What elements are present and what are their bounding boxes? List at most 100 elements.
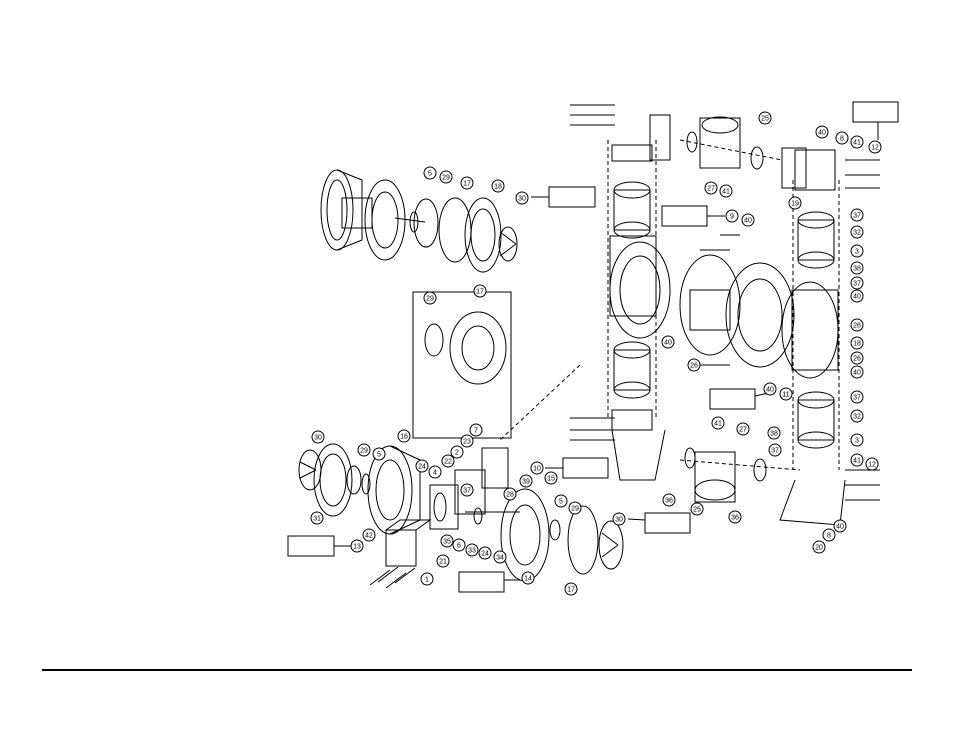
callout-18: 18 <box>851 337 863 349</box>
callout-11: 11 <box>780 388 792 400</box>
callout-number: 40 <box>664 340 672 347</box>
callout-40: 40 <box>851 290 863 302</box>
callout-number: 22 <box>444 459 452 466</box>
callout-12: 12 <box>869 141 881 153</box>
callout-15: 15 <box>545 472 557 484</box>
callout-number: 41 <box>722 189 730 196</box>
callout-number: 4 <box>433 470 437 477</box>
callout-number: 37 <box>853 395 861 402</box>
callout-40: 40 <box>834 520 846 532</box>
callout-37: 37 <box>851 391 863 403</box>
callout-40: 40 <box>742 214 754 226</box>
callout-number: 40 <box>853 294 861 301</box>
callout-number: 39 <box>522 479 530 486</box>
callout-37: 37 <box>851 277 863 289</box>
callout-21: 21 <box>437 555 449 567</box>
callout-40: 40 <box>816 126 828 138</box>
callout-8: 8 <box>823 529 835 541</box>
callout-3: 3 <box>851 245 863 257</box>
callout-29: 29 <box>424 292 436 304</box>
callout-number: 37 <box>853 281 861 288</box>
callout-31: 31 <box>311 512 323 524</box>
callout-14: 14 <box>522 572 534 584</box>
callout-number: 14 <box>524 576 532 583</box>
callout-number: 17 <box>476 289 484 296</box>
callout-number: 25 <box>761 116 769 123</box>
callout-number: 12 <box>868 462 876 469</box>
callout-number: 8 <box>840 136 844 143</box>
callout-35: 35 <box>441 535 453 547</box>
callout-number: 30 <box>314 435 322 442</box>
callout-number: 37 <box>771 448 779 455</box>
callout-41: 41 <box>851 136 863 148</box>
callout-12: 12 <box>866 458 878 470</box>
callout-number: 1 <box>425 577 429 584</box>
callout-number: 42 <box>365 533 373 540</box>
callout-number: 5 <box>559 499 563 506</box>
callout-number: 12 <box>871 145 879 152</box>
callout-number: 26 <box>853 356 861 363</box>
callout-25: 25 <box>759 112 771 124</box>
callout-number: 2 <box>455 450 459 457</box>
callout-number: 41 <box>853 140 861 147</box>
callout-number: 38 <box>770 431 778 438</box>
callout-1: 1 <box>421 573 433 585</box>
callout-number: 34 <box>496 555 504 562</box>
callout-number: 5 <box>377 452 381 459</box>
callout-26: 26 <box>851 352 863 364</box>
callout-number: 37 <box>463 488 471 495</box>
callout-17: 17 <box>461 177 473 189</box>
callout-23: 23 <box>461 435 473 447</box>
callout-number: 23 <box>463 439 471 446</box>
callout-30: 30 <box>613 513 625 525</box>
lower-left-assembly <box>299 444 623 588</box>
callout-number: 15 <box>547 476 555 483</box>
callout-27: 27 <box>705 182 717 194</box>
callout-number: 37 <box>853 213 861 220</box>
callout-number: 20 <box>815 545 823 552</box>
callout-5: 5 <box>424 167 436 179</box>
callout-number: 29 <box>571 506 579 513</box>
callout-19: 19 <box>789 197 801 209</box>
callout-number: 6 <box>457 543 461 550</box>
callout-number: 10 <box>533 466 541 473</box>
callout-number: 27 <box>739 427 747 434</box>
callout-number: 13 <box>353 544 361 551</box>
callout-number: 3 <box>855 249 859 256</box>
callout-26: 26 <box>688 359 700 371</box>
callout-number: 36 <box>665 498 673 505</box>
callout-8: 8 <box>836 132 848 144</box>
callout-number: 17 <box>567 587 575 594</box>
callout-number: 5 <box>428 171 432 178</box>
callout-32: 32 <box>851 410 863 422</box>
callout-number: 32 <box>853 230 861 237</box>
callout-34: 34 <box>494 551 506 563</box>
callout-39: 39 <box>520 475 532 487</box>
callout-16: 16 <box>398 430 410 442</box>
inset-detail-box <box>413 292 511 438</box>
callout-number: 40 <box>766 387 774 394</box>
callout-number: 38 <box>853 266 861 273</box>
callout-2: 2 <box>451 446 463 458</box>
callout-number: 16 <box>400 434 408 441</box>
callout-36: 36 <box>663 494 675 506</box>
callout-33: 33 <box>466 544 478 556</box>
callout-29: 29 <box>440 171 452 183</box>
callout-38: 38 <box>851 262 863 274</box>
callout-number: 18 <box>853 341 861 348</box>
callout-6: 6 <box>453 539 465 551</box>
callout-5: 5 <box>555 495 567 507</box>
callout-number: 3 <box>855 438 859 445</box>
callout-5: 5 <box>373 448 385 460</box>
callout-40: 40 <box>851 366 863 378</box>
callout-32: 32 <box>851 226 863 238</box>
callout-number: 29 <box>426 296 434 303</box>
callout-25: 25 <box>691 503 703 515</box>
callout-number: 8 <box>827 533 831 540</box>
callout-24: 24 <box>479 547 491 559</box>
callout-number: 26 <box>690 363 698 370</box>
callout-37: 37 <box>461 484 473 496</box>
callout-number: 18 <box>494 184 502 191</box>
callout-number: 41 <box>714 421 722 428</box>
